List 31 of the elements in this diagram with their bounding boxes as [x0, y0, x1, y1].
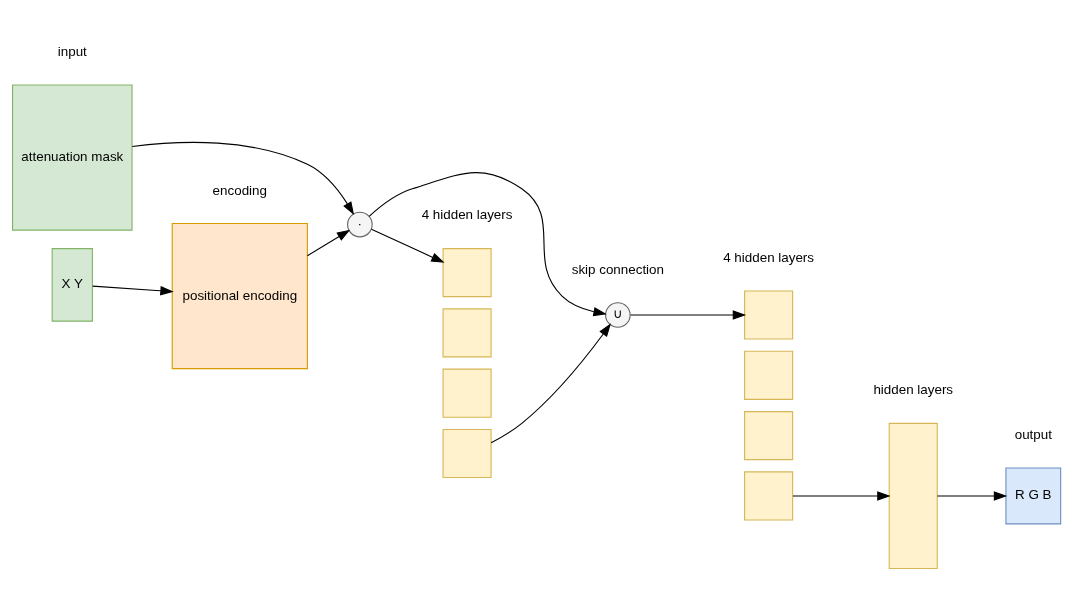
- node-box: [888, 422, 938, 570]
- label: input: [57, 44, 87, 60]
- arrow: [630, 310, 747, 320]
- node-box: [744, 411, 794, 461]
- node-box: [744, 350, 794, 400]
- node-box: [442, 428, 492, 479]
- arrow: [490, 323, 611, 444]
- arrow: [370, 228, 445, 263]
- node-box: [442, 308, 492, 358]
- node-box: [744, 471, 794, 521]
- node-box: [442, 248, 492, 298]
- node-box: [442, 368, 492, 418]
- node-circle: ∪: [605, 302, 631, 328]
- arrow: [92, 285, 174, 296]
- node-box: R G B: [1005, 467, 1062, 525]
- arrow: [131, 141, 355, 216]
- label: 4 hidden layers: [421, 207, 513, 223]
- node-box: X Y: [51, 248, 93, 322]
- arrow: [368, 172, 607, 317]
- node-box: [744, 290, 794, 340]
- label: 4 hidden layers: [723, 249, 815, 265]
- label: hidden layers: [873, 382, 954, 398]
- node-box: attenuation mask: [11, 84, 133, 231]
- label: encoding: [212, 182, 267, 198]
- node-box: positional encoding: [171, 222, 308, 370]
- arrow: [306, 229, 351, 257]
- arrow: [936, 491, 1008, 501]
- label: output: [1014, 427, 1052, 443]
- node-circle: ·: [347, 211, 373, 238]
- label: skip connection: [571, 261, 665, 277]
- arrow: [792, 491, 891, 501]
